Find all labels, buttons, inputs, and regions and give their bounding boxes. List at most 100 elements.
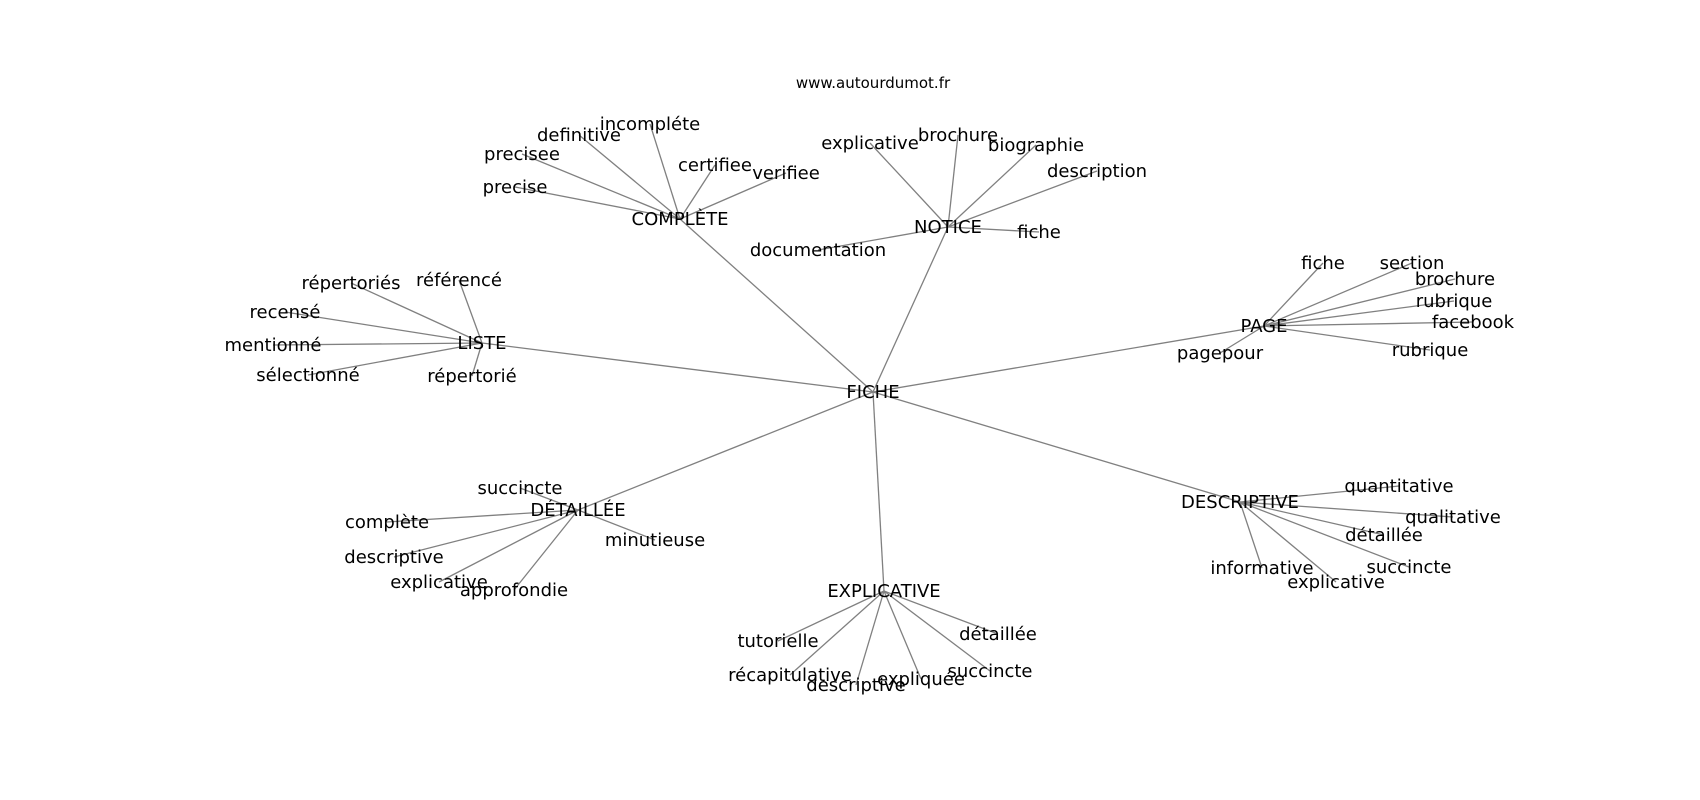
leaf-word-explicative-detaillee: détaillée bbox=[959, 624, 1037, 645]
leaf-word-liste-mentionne: mentionné bbox=[225, 335, 322, 356]
edge-notice-brochure bbox=[947, 134, 959, 228]
center-word: FICHE bbox=[846, 382, 899, 403]
leaf-word-liste-repertories: répertoriés bbox=[302, 273, 401, 294]
edge-liste-selectionne bbox=[307, 342, 483, 376]
leaf-word-notice-documentation: documentation bbox=[750, 240, 886, 261]
leaf-word-detaillee-explicative: explicative bbox=[390, 572, 488, 593]
leaf-word-notice-description: description bbox=[1047, 161, 1147, 182]
leaf-word-descriptive-explicative: explicative bbox=[1287, 572, 1385, 593]
edge-fiche-liste bbox=[481, 342, 874, 393]
edge-fiche-page bbox=[872, 325, 1265, 393]
edge-descriptive-detaillee bbox=[1239, 501, 1385, 536]
edge-detaillee-approfondie bbox=[513, 509, 579, 591]
hub-word-complete: COMPLÈTE bbox=[632, 208, 729, 230]
hub-word-liste: LISTE bbox=[457, 333, 506, 354]
edge-detaillee-descriptive bbox=[393, 509, 579, 558]
leaf-word-complete-precise: precise bbox=[483, 177, 548, 198]
source-url: www.autourdumot.fr bbox=[796, 74, 951, 92]
edge-notice-description bbox=[947, 170, 1098, 228]
edge-explicative-expliquee bbox=[883, 590, 922, 680]
edge-fiche-explicative bbox=[872, 391, 885, 592]
leaf-word-explicative-descriptive: descriptive bbox=[806, 675, 905, 696]
edge-notice-documentation bbox=[817, 226, 949, 251]
leaf-word-complete-definitive: definitive bbox=[537, 125, 621, 146]
leaf-word-complete-precisee: precisee bbox=[484, 144, 560, 165]
leaf-word-liste-reference: référencé bbox=[416, 270, 502, 291]
leaf-word-detaillee-complete: complète bbox=[345, 512, 429, 533]
edge-complete-definitive bbox=[578, 134, 681, 220]
edge-fiche-descriptive bbox=[872, 391, 1241, 503]
edge-page-section bbox=[1263, 262, 1413, 327]
hub-word-explicative: EXPLICATIVE bbox=[827, 581, 940, 602]
edge-explicative-succincte bbox=[883, 590, 991, 672]
edge-fiche-notice bbox=[872, 226, 949, 393]
leaf-word-descriptive-qualitative: qualitative bbox=[1405, 507, 1501, 528]
edge-complete-precise bbox=[514, 186, 681, 220]
edge-notice-fiche bbox=[947, 226, 1040, 233]
leaf-word-page-rubrique: rubrique bbox=[1416, 291, 1493, 312]
edge-detaillee-complete bbox=[386, 509, 579, 523]
hub-word-page: PAGE bbox=[1240, 316, 1287, 337]
hub-word-descriptive: DESCRIPTIVE bbox=[1181, 492, 1299, 513]
edge-descriptive-explicative bbox=[1239, 501, 1337, 583]
edge-detaillee-minutieuse bbox=[577, 509, 656, 541]
leaf-word-page-brochure: brochure bbox=[1415, 269, 1495, 290]
edge-page-fiche bbox=[1263, 262, 1324, 327]
edge-notice-explicative bbox=[869, 142, 949, 228]
edge-explicative-detaillee bbox=[883, 590, 999, 635]
leaf-word-complete-incomplete: incompléte bbox=[600, 114, 701, 135]
edge-liste-mentionne bbox=[272, 342, 483, 346]
leaf-word-explicative-succincte: succincte bbox=[947, 661, 1032, 682]
edge-detaillee-succincte bbox=[519, 487, 579, 511]
leaf-word-notice-brochure: brochure bbox=[918, 125, 998, 146]
edge-complete-certifiee bbox=[679, 164, 716, 220]
leaf-word-detaillee-approfondie: approfondie bbox=[460, 580, 568, 601]
edge-fiche-detaillee bbox=[577, 391, 874, 511]
leaf-word-page-section: section bbox=[1380, 253, 1445, 274]
leaf-word-explicative-recapitulative: récapitulative bbox=[728, 665, 852, 686]
edge-descriptive-succincte bbox=[1239, 501, 1410, 568]
leaf-word-detaillee-descriptive: descriptive bbox=[344, 547, 443, 568]
edge-page-rubrique bbox=[1263, 300, 1455, 327]
edge-descriptive-qualitative bbox=[1239, 501, 1454, 518]
edge-page-rubrique bbox=[1263, 325, 1431, 351]
leaf-word-notice-explicative: explicative bbox=[821, 133, 919, 154]
edge-liste-repertorie bbox=[471, 342, 483, 377]
edge-detaillee-explicative bbox=[438, 509, 579, 583]
edge-explicative-recapitulative bbox=[789, 590, 885, 676]
leaf-word-complete-certifiee: certifiee bbox=[678, 155, 752, 176]
edge-liste-recense bbox=[284, 311, 483, 344]
edge-notice-biographie bbox=[947, 144, 1037, 228]
edge-page-brochure bbox=[1263, 278, 1456, 327]
leaf-word-notice-biographie: biographie bbox=[988, 135, 1084, 156]
leaf-word-page-fiche: fiche bbox=[1301, 253, 1345, 274]
labels-layer: www.autourdumot.fr FICHE COMPLÈTE incompl… bbox=[225, 74, 1515, 696]
hub-word-detaillee: DÉTAILLÉE bbox=[530, 499, 625, 521]
leaf-word-descriptive-detaillee: détaillée bbox=[1345, 525, 1423, 546]
edge-page-pagepour bbox=[1219, 325, 1265, 354]
edge-complete-verifiee bbox=[679, 172, 787, 220]
leaf-word-page-rubrique: rubrique bbox=[1392, 340, 1469, 361]
leaf-word-explicative-expliquee: expliquée bbox=[877, 669, 965, 690]
edge-liste-repertories bbox=[350, 282, 483, 344]
edges-layer bbox=[272, 123, 1474, 686]
edge-complete-incomplete bbox=[649, 123, 681, 220]
leaf-word-descriptive-quantitative: quantitative bbox=[1344, 476, 1453, 497]
leaf-word-liste-recense: recensé bbox=[250, 302, 321, 323]
leaf-word-detaillee-succincte: succincte bbox=[477, 478, 562, 499]
leaf-word-detaillee-minutieuse: minutieuse bbox=[605, 530, 705, 551]
leaf-word-liste-selectionne: sélectionné bbox=[256, 365, 359, 386]
edge-descriptive-quantitative bbox=[1239, 485, 1400, 503]
leaf-word-descriptive-succincte: succincte bbox=[1366, 557, 1451, 578]
leaf-word-page-facebook: facebook bbox=[1432, 312, 1515, 333]
leaf-word-descriptive-informative: informative bbox=[1210, 558, 1313, 579]
edge-explicative-tutorielle bbox=[777, 590, 885, 642]
edge-descriptive-informative bbox=[1239, 501, 1263, 569]
leaf-word-page-pagepour: pagepour bbox=[1177, 343, 1264, 364]
leaf-word-complete-verifiee: verifiee bbox=[752, 163, 820, 184]
edge-complete-precisee bbox=[521, 153, 681, 220]
edge-liste-reference bbox=[458, 279, 483, 344]
leaf-word-liste-repertorie: répertorié bbox=[427, 366, 517, 387]
edge-fiche-complete bbox=[679, 218, 874, 393]
